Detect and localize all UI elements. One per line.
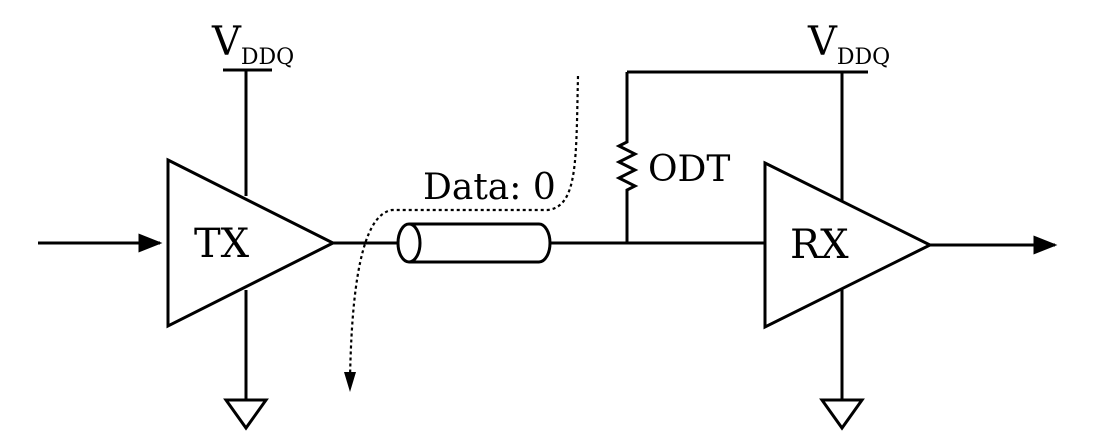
rx-ground-icon [819,398,865,431]
tx-supply-subscript: DDQ [241,45,294,70]
current-path-dotted [348,75,580,381]
tx-ground-icon [223,398,269,431]
odt-label: ODT [648,149,730,190]
rx-supply-main: V [807,19,838,65]
current-path-arrowhead [344,372,356,392]
transmission-line-end-icon [396,222,422,264]
rx-buffer [763,160,934,330]
tx-buffer [166,157,337,329]
tx-supply-label: VDDQ [211,19,294,70]
transmission-line-icon [409,222,552,264]
rx-supply-label: VDDQ [807,19,890,70]
tx-label: TX [194,221,250,267]
rx-label: RX [790,222,849,268]
rx-supply-subscript: DDQ [837,45,890,70]
data-line-label: Data: 0 [423,167,556,208]
tx-supply-main: V [211,19,242,65]
odt-resistor-icon [615,135,639,196]
